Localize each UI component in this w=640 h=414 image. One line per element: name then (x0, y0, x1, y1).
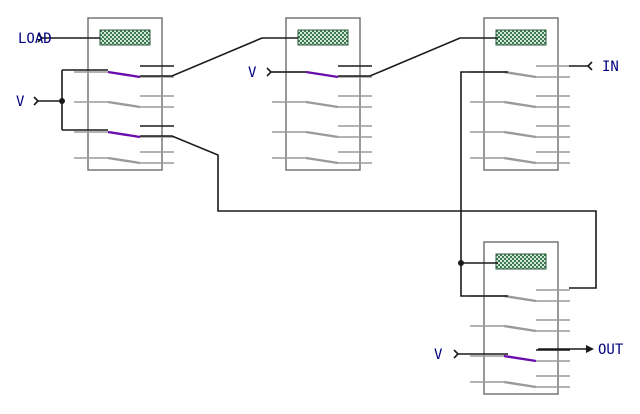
relay-frame (87, 17, 163, 171)
wires (37, 37, 597, 355)
contact-blade (305, 156, 339, 165)
v-middle-label: V (248, 65, 257, 81)
relay-frame (285, 17, 361, 171)
v-left-label: V (16, 94, 25, 110)
wire-r3-to-r4 (460, 71, 508, 297)
relay-frame (483, 241, 559, 395)
wire-r1-to-r2-coil (140, 37, 298, 77)
relay-3 (470, 17, 570, 171)
load-label: LOAD (18, 31, 52, 47)
relay-coil (495, 253, 547, 270)
relay-1 (74, 17, 174, 171)
relay-coil (495, 29, 547, 46)
contact-blade (107, 70, 141, 79)
junction-r4 (458, 260, 464, 266)
contact-blade (305, 70, 339, 79)
relays (74, 17, 570, 395)
contact-blade (107, 156, 141, 165)
relay-frame (483, 17, 559, 171)
contact-blade (107, 100, 141, 109)
contact-blade (305, 100, 339, 109)
v-bottom-label: V (434, 347, 443, 363)
contact-blade (503, 380, 537, 389)
in-terminal-icon (586, 61, 593, 71)
contact-blade (503, 156, 537, 165)
v-bottom-terminal-icon (453, 349, 460, 359)
contact-blade (107, 130, 141, 139)
contact-blade (503, 100, 537, 109)
relay-2 (272, 17, 372, 171)
relay-4 (470, 241, 570, 395)
contact-blade (503, 130, 537, 139)
v-left-terminal-icon (33, 96, 40, 106)
junction-v-left (59, 98, 65, 104)
out-label: OUT (598, 342, 624, 358)
contact-blade (503, 354, 537, 363)
contact-blade (503, 324, 537, 333)
load-terminal-icon (37, 33, 44, 43)
in-label: IN (602, 59, 619, 75)
contact-blade (305, 130, 339, 139)
relay-coil (99, 29, 151, 46)
out-arrow-icon (586, 345, 594, 353)
v-middle-terminal-icon (266, 67, 273, 77)
contact-blade (503, 294, 537, 303)
wire-r2-to-r3-coil (338, 37, 498, 77)
wire-r1-bottom-out (140, 135, 597, 289)
contact-blade (503, 70, 537, 79)
relay-coil (297, 29, 349, 46)
